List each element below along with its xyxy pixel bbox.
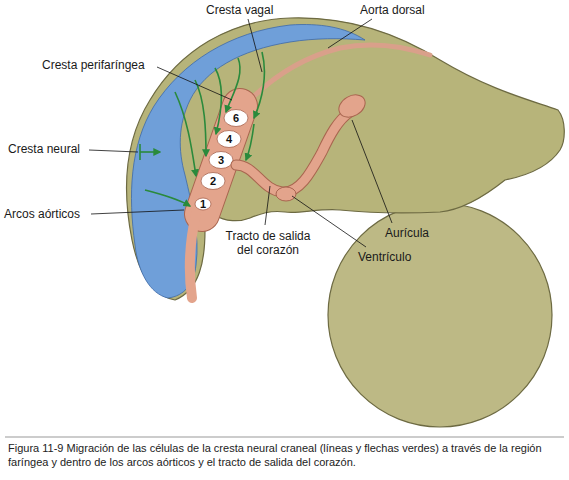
region-label: Cresta perifaríngea (42, 58, 145, 72)
crest-migration (140, 52, 264, 206)
arch-pouches (195, 110, 248, 211)
caption-rule (5, 437, 564, 438)
neural-tube (131, 25, 365, 298)
region-label: Aurícula (385, 226, 429, 240)
outflow-tract (236, 112, 350, 192)
outflow-outline (236, 112, 350, 192)
region-label: Arcos aórticos (4, 207, 80, 221)
callout-number: 1 (200, 198, 206, 210)
region-label: Cresta neural (8, 142, 80, 156)
callout-number: 4 (226, 133, 232, 145)
atrium (335, 90, 369, 121)
figure-caption: Figura 11-9 Migración de las células de … (8, 441, 561, 469)
ventricle (276, 187, 296, 201)
callout-number: 6 (233, 112, 239, 124)
aortic-sac (190, 214, 196, 298)
leader-lines (89, 19, 392, 247)
region-label: Ventrículo (358, 250, 411, 264)
region-label: Cresta vagal (206, 3, 273, 17)
yolk-sac (328, 203, 552, 427)
callout-number: 2 (210, 175, 216, 187)
region-label: Aorta dorsal (360, 3, 425, 17)
region-label: Tracto de salida del corazón (218, 229, 318, 257)
callout-number: 3 (218, 154, 224, 166)
embryo-body (127, 18, 565, 300)
dorsal-aorta (250, 45, 430, 100)
